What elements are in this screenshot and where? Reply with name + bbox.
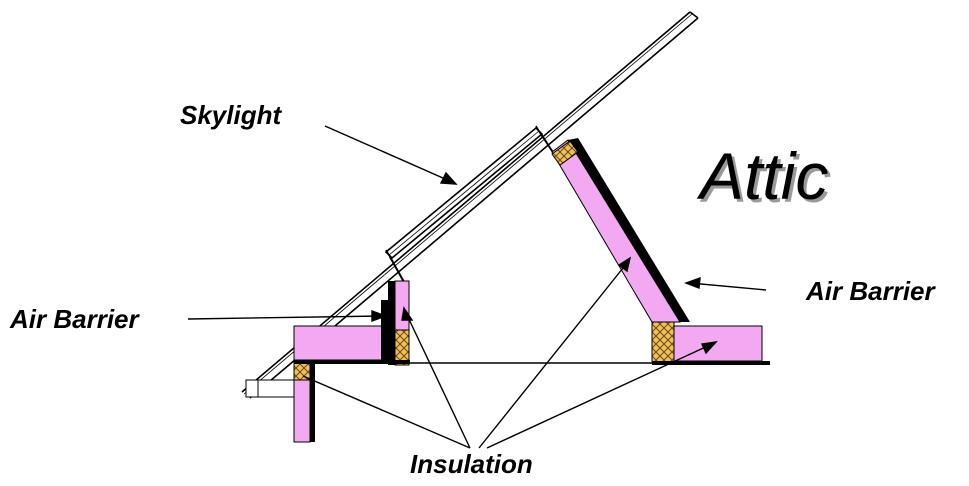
- air-barrier-left-label: Air Barrier: [10, 304, 139, 334]
- insulation-arrows: [302, 256, 718, 449]
- skylight-glazing: [384, 125, 544, 263]
- left-floor-insulation: [293, 325, 389, 361]
- callout-arrows: [187, 125, 767, 449]
- attic-label: Attic: [700, 139, 829, 213]
- air-barrier-left-arrow: [187, 310, 389, 322]
- skylight-shaft: [389, 133, 555, 283]
- air-barrier-right-arrow: [683, 276, 767, 291]
- insulation-label: Insulation: [410, 449, 533, 479]
- right-shaft-wall: [551, 138, 690, 323]
- skylight-arrow: [324, 125, 458, 185]
- skylight-label: Skylight: [180, 100, 282, 130]
- right-floor-insulation: [651, 321, 770, 365]
- air-barrier-right-label: Air Barrier: [806, 276, 935, 306]
